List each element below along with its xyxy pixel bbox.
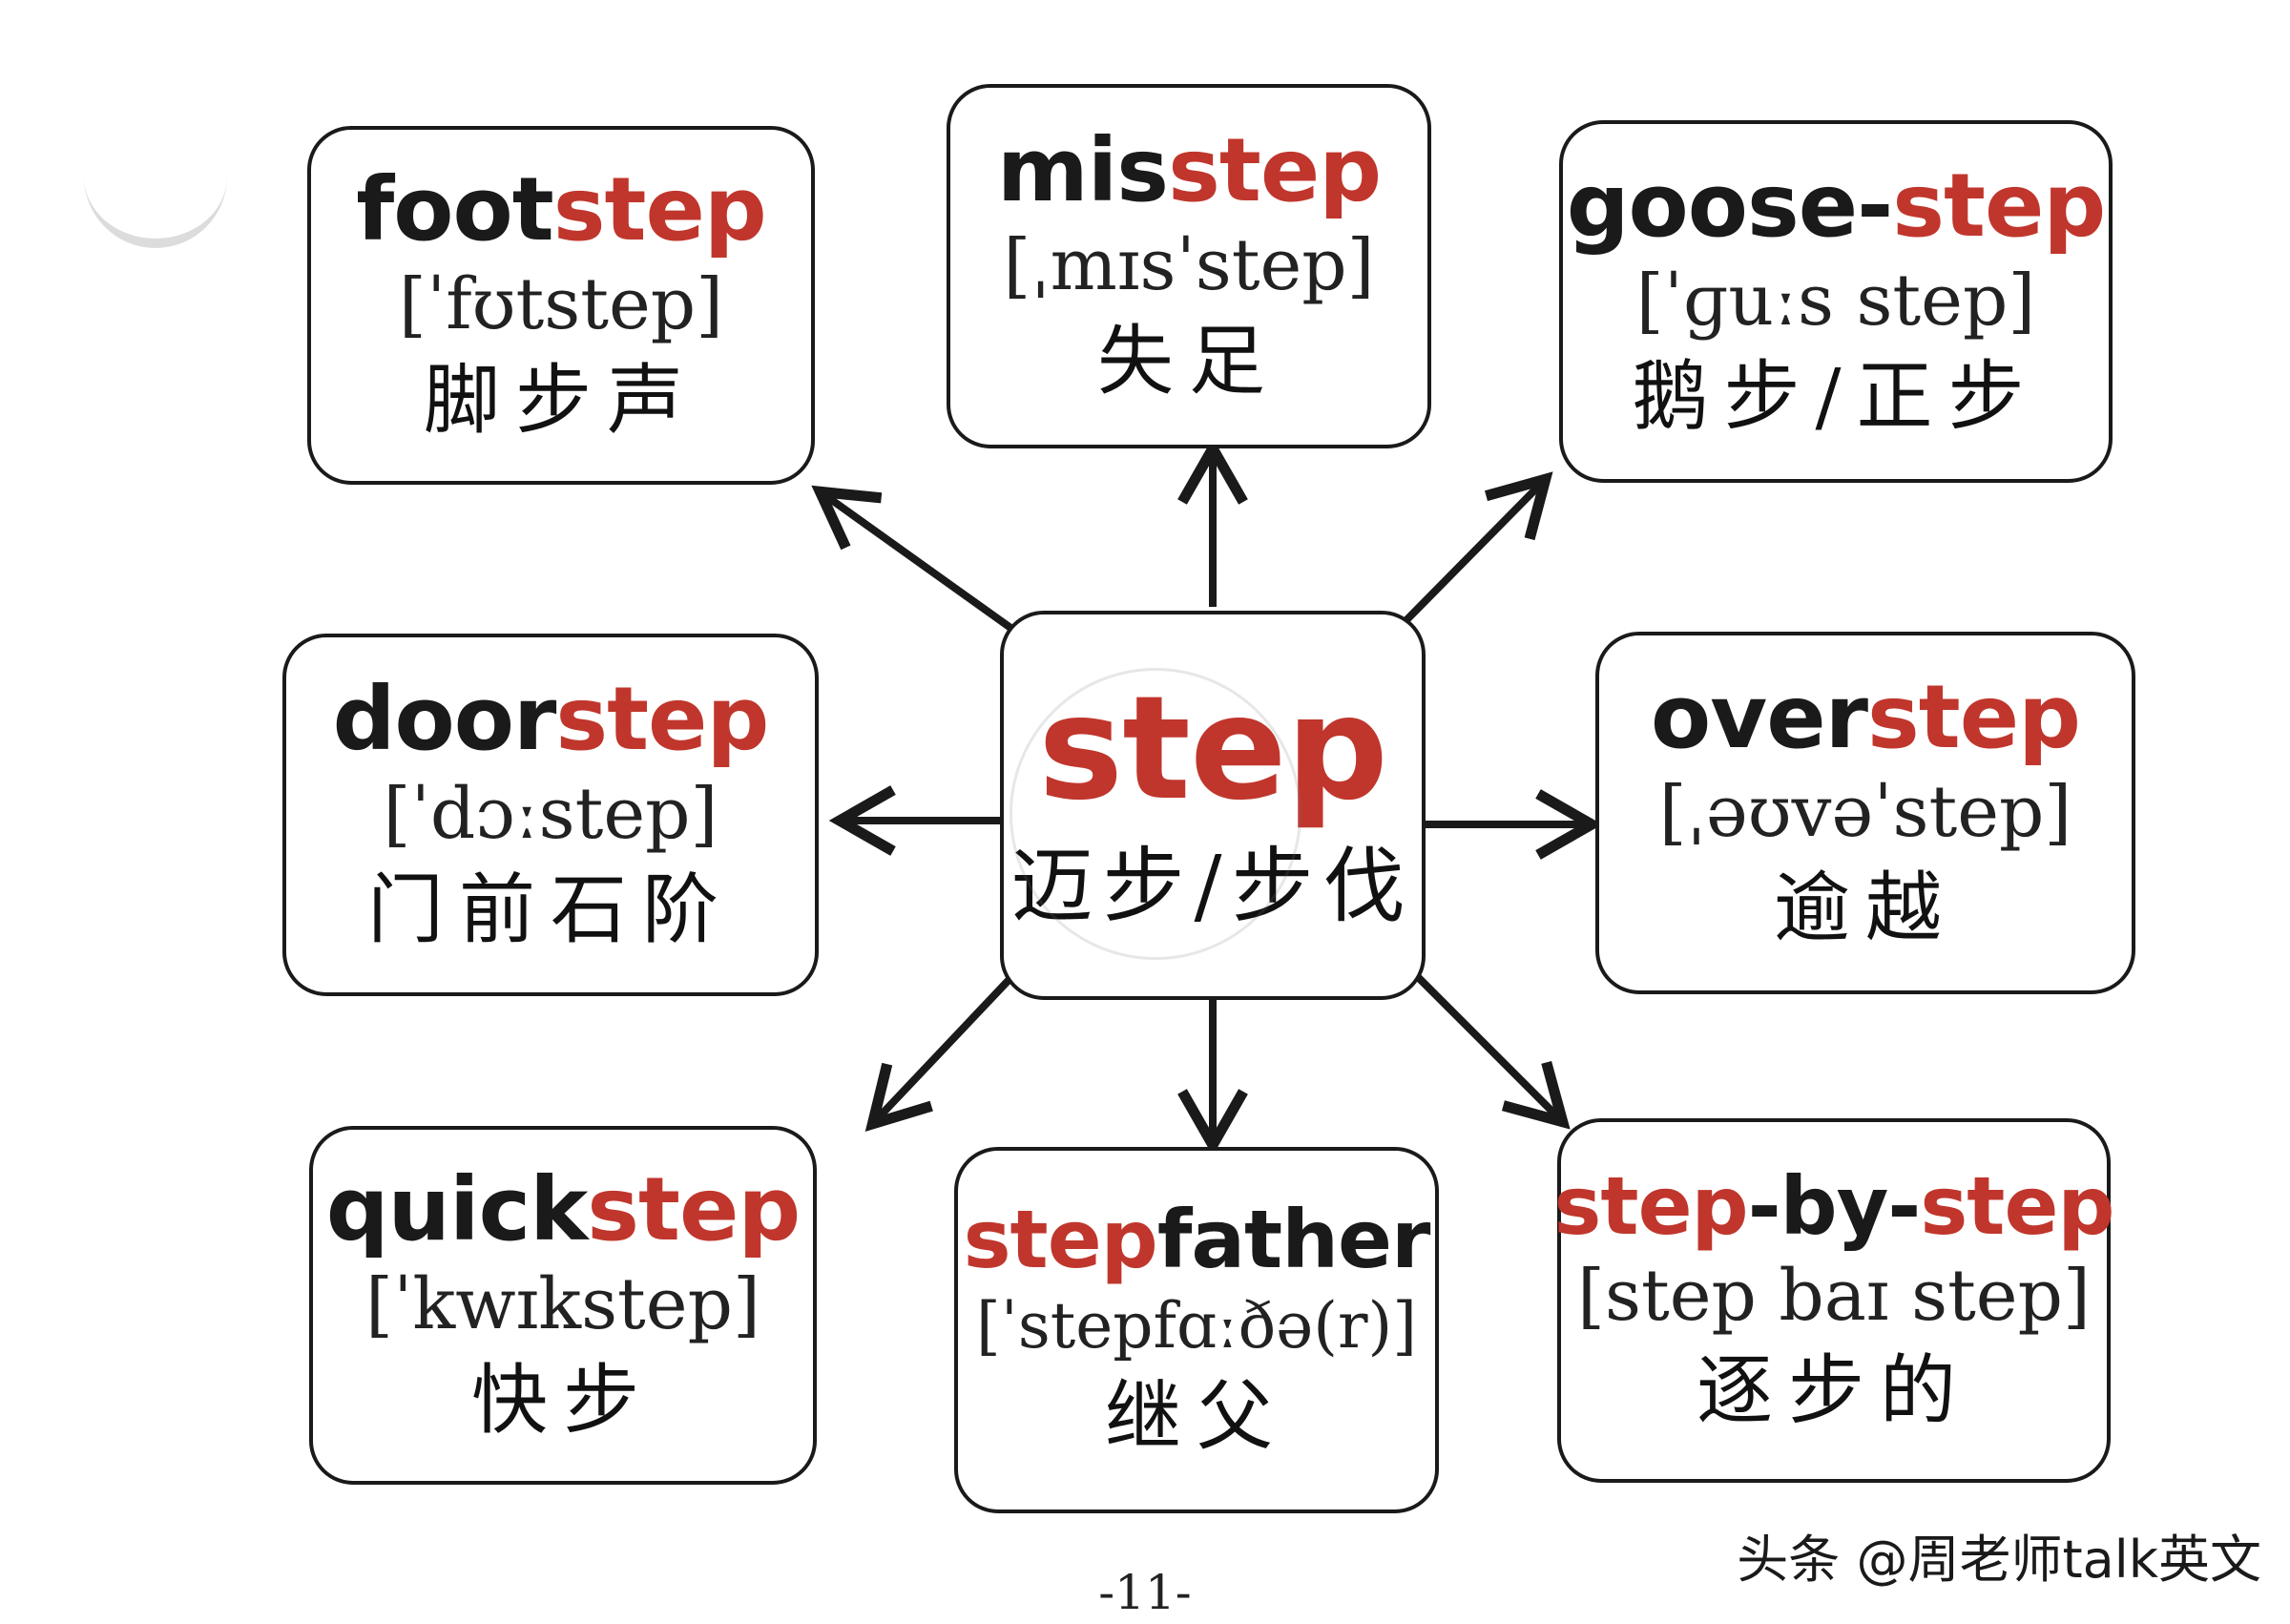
word-affix: door xyxy=(332,668,557,771)
card-phonetic: [ˈɡuːs step] xyxy=(1635,259,2036,342)
card-step-by-step: step-by-step [step baɪ step] 逐步的 xyxy=(1553,1118,2115,1483)
center-meaning: 迈步/步伐 xyxy=(1010,839,1415,935)
word-root-step: step xyxy=(555,668,769,771)
card-phonetic: [ˌəʊvəˈstep] xyxy=(1658,770,2072,853)
word-root-step: step xyxy=(1920,1158,2114,1253)
card-word: step-by-step xyxy=(1553,1163,2114,1248)
arrow-to-goose-step xyxy=(1396,471,1553,631)
word-root-step: step xyxy=(587,1158,801,1261)
card-meaning: 鹅步/正步 xyxy=(1632,351,2040,441)
word-affix: quick xyxy=(325,1158,589,1261)
arrow-to-step-by-step xyxy=(1411,970,1571,1130)
card-meaning: 继父 xyxy=(1105,1371,1288,1461)
card-word: quickstep xyxy=(326,1163,802,1257)
card-overstep: overstep [ˌəʊvəˈstep] 逾越 xyxy=(1595,632,2135,994)
card-word: doorstep xyxy=(333,673,770,766)
card-phonetic: [step baɪ step] xyxy=(1577,1254,2091,1337)
card-meaning: 逐步的 xyxy=(1697,1346,1971,1436)
page-number: -11- xyxy=(1098,1565,1192,1620)
card-meaning: 脚步声 xyxy=(424,355,698,445)
card-phonetic: [ˌmɪsˈstep] xyxy=(1003,223,1375,306)
card-doorstep: doorstep [ˈdɔːstep] 门前石阶 xyxy=(282,634,819,996)
word-root-step: step xyxy=(1866,666,2081,769)
card-word: stepfather xyxy=(964,1197,1431,1281)
card-word: footstep xyxy=(356,163,766,257)
word-root-step: step xyxy=(552,158,767,261)
center-word: step xyxy=(1038,674,1388,825)
card-phonetic: [ˈfʊtstep] xyxy=(399,262,723,345)
card-word: goose-step xyxy=(1567,159,2107,253)
card-goose-step: goose-step [ˈɡuːs step] 鹅步/正步 xyxy=(1559,120,2113,483)
card-misstep: misstep [ˌmɪsˈstep] 失足 xyxy=(947,84,1431,448)
card-meaning: 逾越 xyxy=(1774,863,1957,952)
decorative-arc xyxy=(84,134,227,248)
card-word: overstep xyxy=(1651,671,2081,764)
card-phonetic: [ˈkwɪkstep] xyxy=(365,1262,760,1345)
card-meaning: 快步 xyxy=(471,1355,655,1445)
source-credit: 头条 @周老师talk英文 xyxy=(1737,1530,2261,1590)
word-affix: -by- xyxy=(1747,1158,1922,1253)
word-root-step: step xyxy=(1037,665,1388,832)
card-meaning: 门前石阶 xyxy=(367,864,734,954)
word-affix: mis xyxy=(996,119,1169,222)
word-root-step: step xyxy=(1892,155,2106,258)
word-affix: father xyxy=(1156,1193,1431,1287)
card-center-step: step 迈步/步伐 xyxy=(1000,611,1426,1000)
word-affix: foot xyxy=(356,158,553,261)
word-root-step: step xyxy=(1168,119,1382,222)
card-meaning: 失足 xyxy=(1097,316,1280,406)
card-quickstep: quickstep [ˈkwɪkstep] 快步 xyxy=(309,1126,817,1485)
card-stepfather: stepfather [ˈstepfɑːðə(r)] 继父 xyxy=(954,1147,1439,1513)
arrow-to-footstep xyxy=(811,485,1016,634)
card-footstep: footstep [ˈfʊtstep] 脚步声 xyxy=(307,126,815,485)
card-phonetic: [ˈstepfɑːðə(r)] xyxy=(975,1288,1418,1363)
word-affix: goose- xyxy=(1566,155,1894,258)
word-affix: over xyxy=(1651,666,1868,769)
card-word: misstep xyxy=(997,124,1382,218)
card-phonetic: [ˈdɔːstep] xyxy=(383,772,718,855)
word-root-step: step xyxy=(963,1193,1158,1287)
arrow-to-quickstep xyxy=(864,972,1016,1133)
word-root-step: step xyxy=(1553,1158,1748,1253)
